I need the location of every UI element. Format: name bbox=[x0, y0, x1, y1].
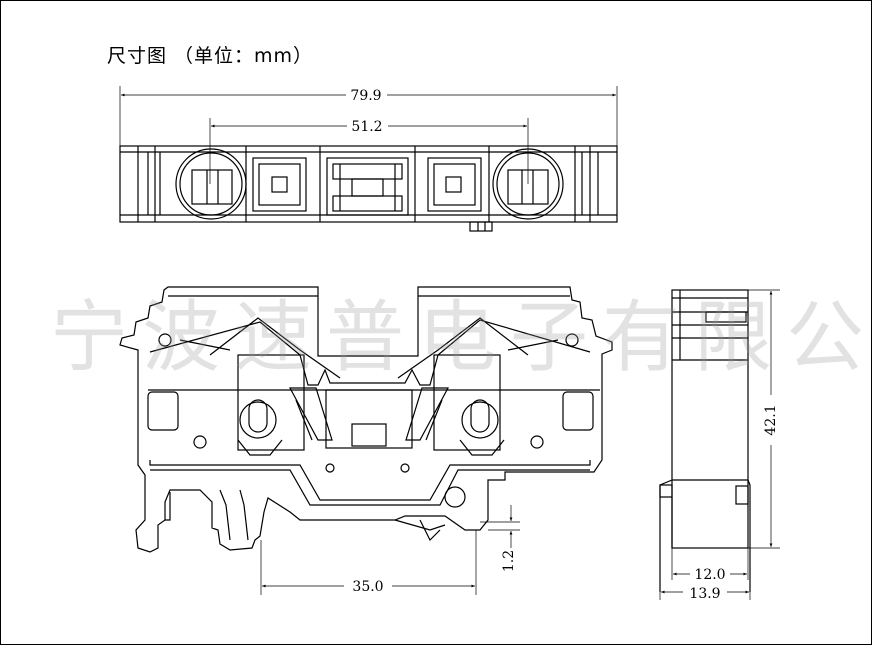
dim-13-9: 13.9 bbox=[689, 586, 720, 602]
left-screw-clamp bbox=[237, 399, 283, 456]
right-screw-clamp bbox=[459, 399, 505, 456]
side-view bbox=[659, 289, 751, 592]
dimension-rail-width: 35.0 bbox=[260, 530, 477, 595]
dim-79-9: 79.9 bbox=[350, 88, 381, 104]
front-view bbox=[119, 286, 613, 553]
dimension-hole-spacing: 51.2 bbox=[209, 118, 529, 184]
dimension-height: 42.1 bbox=[748, 289, 780, 549]
dimension-overall-length: 79.9 bbox=[119, 86, 618, 146]
drawing-title: 尺寸图 （单位：mm） bbox=[107, 45, 314, 67]
left-screw-hole bbox=[175, 148, 247, 220]
company-watermark: 宁波速普电子有限公司 bbox=[50, 293, 872, 383]
dimension-width-outer: 13.9 bbox=[659, 585, 751, 602]
top-view bbox=[119, 145, 618, 232]
dim-51-2: 51.2 bbox=[351, 119, 382, 135]
dim-42-1: 42.1 bbox=[763, 404, 779, 435]
dim-1-2: 1.2 bbox=[501, 550, 517, 572]
dim-12-0: 12.0 bbox=[694, 567, 725, 583]
dimension-width-inner: 12.0 bbox=[671, 548, 749, 583]
dim-35-0: 35.0 bbox=[352, 579, 383, 595]
dimension-step: 1.2 bbox=[480, 505, 520, 572]
